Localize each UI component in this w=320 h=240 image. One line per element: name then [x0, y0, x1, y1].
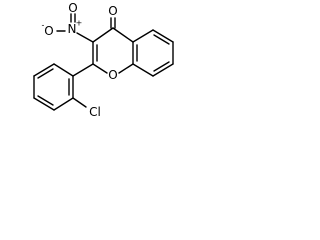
- bond-ar2-cl: [72, 97, 87, 108]
- bond-ar3-ar4-inner: [37, 95, 54, 106]
- atom-chlorine: Cl: [89, 105, 101, 119]
- bond-ar3-ar4: [33, 97, 55, 111]
- chemical-structure: O N + O - O O Cl: [33, 1, 174, 119]
- bond-c4a-c4: [112, 27, 134, 43]
- bond-ar2-ar3: [53, 97, 74, 111]
- bond-c2-o1: [92, 63, 108, 74]
- bond-c3-n: [76, 32, 94, 43]
- atom-ring-o: O: [108, 68, 117, 82]
- bond-c4a-c5: [132, 29, 154, 43]
- bond-ar5-ar6: [33, 63, 55, 77]
- bond-c5-c6-inner: [153, 34, 170, 45]
- bond-ar6-ar1: [53, 63, 74, 77]
- atom-nitro-n-charge: +: [76, 19, 83, 28]
- bond-c5-c6: [152, 29, 174, 43]
- atom-nitro-n: N: [68, 22, 77, 36]
- bond-c2-aryl: [72, 63, 94, 77]
- atom-labels: O N + O - O O Cl: [42, 1, 118, 119]
- bond-o1-c8a: [118, 63, 134, 74]
- atom-oxo-o: O: [108, 4, 117, 18]
- bonds: [33, 13, 174, 111]
- atom-nitro-o-left-charge: -: [42, 21, 45, 30]
- atom-nitro-o-top: O: [68, 1, 77, 15]
- bond-c8-c8a: [132, 63, 154, 77]
- bond-c7-c8-inner: [153, 61, 170, 72]
- bond-ar5-ar6-inner: [37, 68, 54, 79]
- bond-c4-c3: [92, 27, 114, 43]
- atom-nitro-o-left: O: [44, 24, 53, 38]
- bond-c7-c8: [152, 63, 174, 77]
